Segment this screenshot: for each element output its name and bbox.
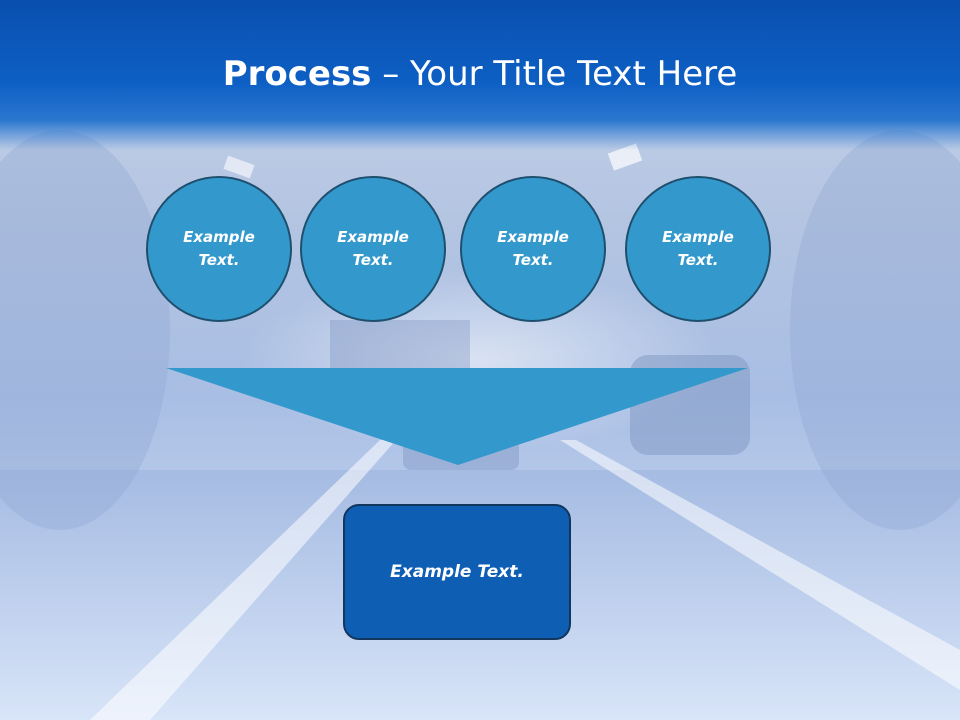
process-step-circle-4: Example Text. [625,176,771,322]
result-box: Example Text. [343,504,571,640]
slide-title: Process – Your Title Text Here [0,52,960,96]
process-step-circle-3: Example Text. [460,176,606,322]
process-step-circle-2: Example Text. [300,176,446,322]
down-funnel-arrow [166,368,748,465]
result-text: Example Text. [390,562,524,582]
process-step-text-3: Example Text. [497,228,569,269]
process-step-circle-1: Example Text. [146,176,292,322]
title-bar [0,0,960,150]
title-rest-part: – Your Title Text Here [371,54,738,94]
process-step-text-1: Example Text. [183,228,255,269]
title-bold-part: Process [222,54,372,94]
process-step-text-4: Example Text. [662,228,734,269]
process-step-text-2: Example Text. [337,228,409,269]
